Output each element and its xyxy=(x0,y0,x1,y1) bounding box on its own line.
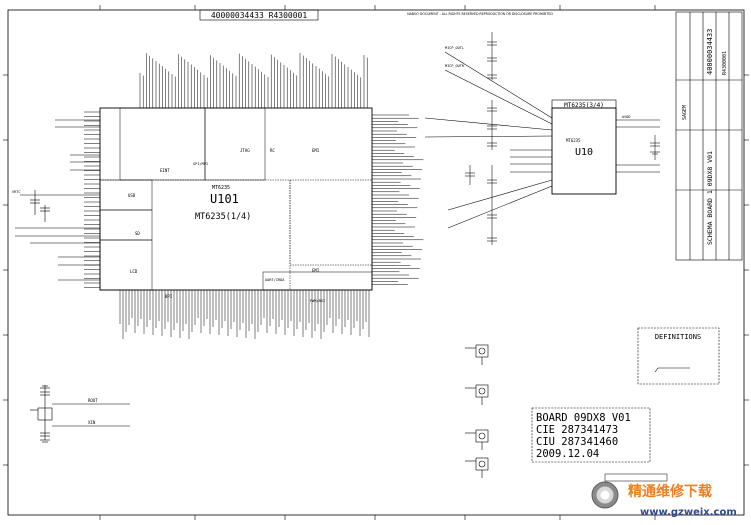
bottom-label-box xyxy=(604,473,668,482)
board-line-2: CIE 287341473 xyxy=(536,424,618,436)
title-doc-number: 40000034433 xyxy=(706,29,714,75)
u10-chip xyxy=(551,99,617,195)
board-line-3: CIU 287341460 xyxy=(536,436,618,448)
definitions-title: DEFINITIONS xyxy=(655,333,701,341)
u101-block-jtag: JTAG xyxy=(240,148,250,153)
u101-block-lcd: LCD xyxy=(130,269,138,274)
u101-block-uart: UART/IRDA xyxy=(265,278,285,282)
watermark-logo xyxy=(591,481,619,509)
net-mic-n: MICP_OUTR xyxy=(445,64,465,68)
test-points xyxy=(465,344,489,478)
sheet-frame xyxy=(7,9,745,516)
u101-block-rc: RC xyxy=(270,148,275,153)
net-vrtc: VRTC xyxy=(12,190,20,194)
watermark-cn-text: 精通维修下载 xyxy=(628,483,712,500)
board-line-1: BOARD 09DX8 V01 xyxy=(536,412,631,424)
net-avdd: AVDD xyxy=(622,115,630,119)
definitions-box xyxy=(637,327,720,385)
watermark-url: www.gzweix.com xyxy=(640,507,737,518)
top-reference-text: 40000034433 R4300001 xyxy=(211,11,308,20)
u101-block-emi2: EMI xyxy=(312,268,320,273)
net-rout: ROUT xyxy=(88,398,98,403)
net-mic-p: MICP_OUTL xyxy=(445,46,464,50)
u10-model: MT6235 xyxy=(566,138,581,143)
title-main: SCHEMA BOARD 1 09DX8 V01 xyxy=(706,151,714,245)
top-reference-box: 40000034433 R4300001 xyxy=(199,9,319,21)
board-line-4: 2009.12.04 xyxy=(536,448,599,460)
u10-title: MT6235(3/4) xyxy=(564,102,604,109)
left-peripherals xyxy=(15,119,100,281)
crystal-circuit xyxy=(30,385,130,443)
u101-part-label: MT6235(1/4) xyxy=(195,212,251,222)
title-rev: R4300001 xyxy=(722,51,728,75)
u101-labels: MT6235 U101 MT6235(1/4) EINT JTAG RC EMI… xyxy=(128,148,325,303)
title-company: SAGEM xyxy=(682,105,688,120)
frame-ticks xyxy=(3,5,749,520)
u101-block-usb: USB xyxy=(128,193,136,198)
u10-left-network xyxy=(424,32,553,245)
u101-block-bpi: BPI xyxy=(165,294,173,299)
u101-model-label: MT6235 xyxy=(212,185,230,191)
u101-block-pwm: PWM/BSI xyxy=(310,299,325,303)
u101-ref-label: U101 xyxy=(210,192,239,206)
net-xin: XIN xyxy=(88,420,96,425)
u101-block-emi: EMI xyxy=(312,148,320,153)
copyright-note: NABOO DOCUMENT - ALL RIGHTS RESERVED REP… xyxy=(407,12,553,16)
u101-block-eint: EINT xyxy=(160,168,170,173)
title-block xyxy=(675,11,743,261)
u10-right-network xyxy=(616,119,660,173)
u101-block-sd: SD xyxy=(135,231,140,236)
u101-block-spi: SPI/MPI xyxy=(193,162,208,166)
board-info-box xyxy=(531,407,651,463)
pin-fanout xyxy=(84,53,424,339)
u10-ref: U10 xyxy=(575,147,593,158)
